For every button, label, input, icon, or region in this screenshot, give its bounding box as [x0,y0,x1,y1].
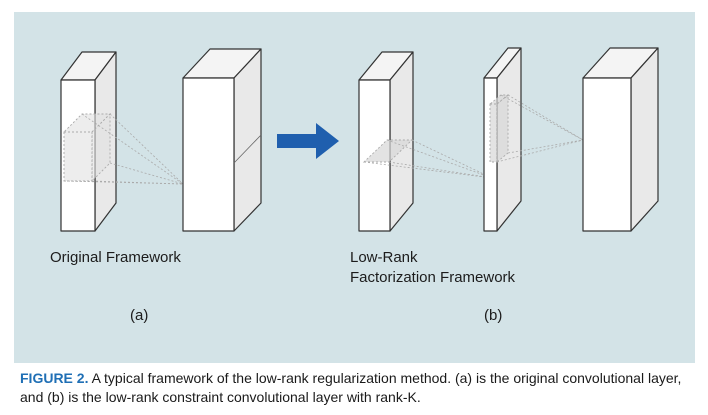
projection-lines-a [63,113,184,185]
panel-b-title-line1: Low-Rank [350,249,418,266]
panel-b-title-line2: Factorization Framework [350,269,516,286]
kernel-strip-b [488,94,510,163]
panel-a-sublabel: (a) [130,307,149,324]
figure-panel [14,12,695,363]
panel-a-title: Original Framework [50,249,181,266]
transform-arrow-icon [277,123,339,159]
block-b3-output-tensor [582,47,659,232]
block-a2-output-tensor [182,48,262,232]
caption-figure-label: FIGURE 2. [20,370,89,386]
block-a2-seam [233,134,262,164]
figure-caption: FIGURE 2. A typical framework of the low… [20,369,690,407]
caption-text: A typical framework of the low-rank regu… [20,370,682,405]
projection-lines-b1 [363,139,493,179]
panel-b-sublabel: (b) [484,307,503,324]
projection-lines-b2 [496,94,584,163]
